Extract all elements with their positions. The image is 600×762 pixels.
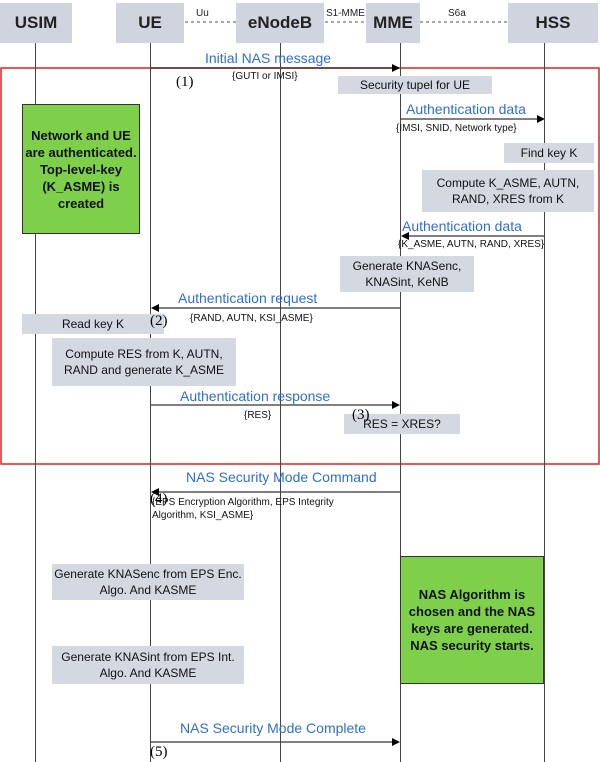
step-5: (5)	[150, 744, 168, 760]
msg-smc: NAS Security Mode Command	[186, 469, 377, 485]
msg-auth-data-resp: Authentication data	[402, 218, 522, 234]
iface-uu: Uu	[196, 8, 209, 19]
step-3: (3)	[352, 407, 370, 423]
msg-initial-nas-params: {GUTI or IMSI}	[232, 71, 298, 82]
msg-auth-request-params: {RAND, AUTN, KSI_ASME}	[190, 313, 313, 324]
msg-auth-request: Authentication request	[178, 290, 318, 306]
box-generate-knas: Generate KNASenc, KNASint, KeNB	[340, 256, 474, 292]
msg-auth-data-req: Authentication data	[406, 101, 526, 117]
lifeline-hss	[544, 43, 545, 762]
lifeline-usim	[35, 43, 36, 762]
msg-auth-data-req-params: {IMSI, SNID, Network type}	[396, 123, 517, 134]
box-security-tupel: Security tupel for UE	[338, 76, 492, 94]
step-4: (4)	[150, 491, 168, 507]
entity-hss: HSS	[508, 3, 598, 43]
msg-auth-data-resp-params: {K_ASME, AUTN, RAND, XRES}	[398, 239, 545, 250]
msg-smc-params: {EPS Encryption Algorithm, EPS Integrity…	[152, 497, 334, 521]
iface-s1mme: S1-MME	[326, 8, 365, 19]
msg-smcomplete: NAS Security Mode Complete	[180, 720, 366, 736]
lifeline-ue	[150, 43, 151, 762]
msg-auth-response-params: {RES}	[244, 410, 272, 421]
entity-ue: UE	[116, 3, 184, 43]
box-compute-kasme: Compute K_ASME, AUTN, RAND, XRES from K	[422, 170, 594, 212]
step-2: (2)	[150, 313, 168, 329]
box-res-check: RES = XRES?	[344, 414, 460, 434]
note-nas-algorithm: NAS Algorithm is chosen and the NAS keys…	[400, 556, 544, 684]
box-gen-knasint: Generate KNASint from EPS Int. Algo. And…	[52, 646, 244, 684]
step-1: (1)	[176, 74, 194, 90]
note-authenticated: Network and UE are authenticated. Top-le…	[22, 104, 140, 234]
msg-auth-response: Authentication response	[180, 388, 331, 404]
iface-s6a: S6a	[448, 8, 466, 19]
box-read-key: Read key K	[22, 314, 164, 334]
lifeline-enodeb	[280, 43, 281, 762]
box-compute-res: Compute RES from K, AUTN, RAND and gener…	[52, 338, 236, 386]
box-find-key: Find key K	[504, 143, 594, 163]
entity-enodeb: eNodeB	[236, 3, 324, 43]
box-gen-knasenc: Generate KNASenc from EPS Enc. Algo. And…	[52, 564, 244, 600]
entity-usim: USIM	[0, 3, 72, 43]
lifeline-mme	[400, 43, 401, 762]
msg-initial-nas: Initial NAS message	[205, 50, 332, 66]
entity-mme: MME	[366, 3, 420, 43]
